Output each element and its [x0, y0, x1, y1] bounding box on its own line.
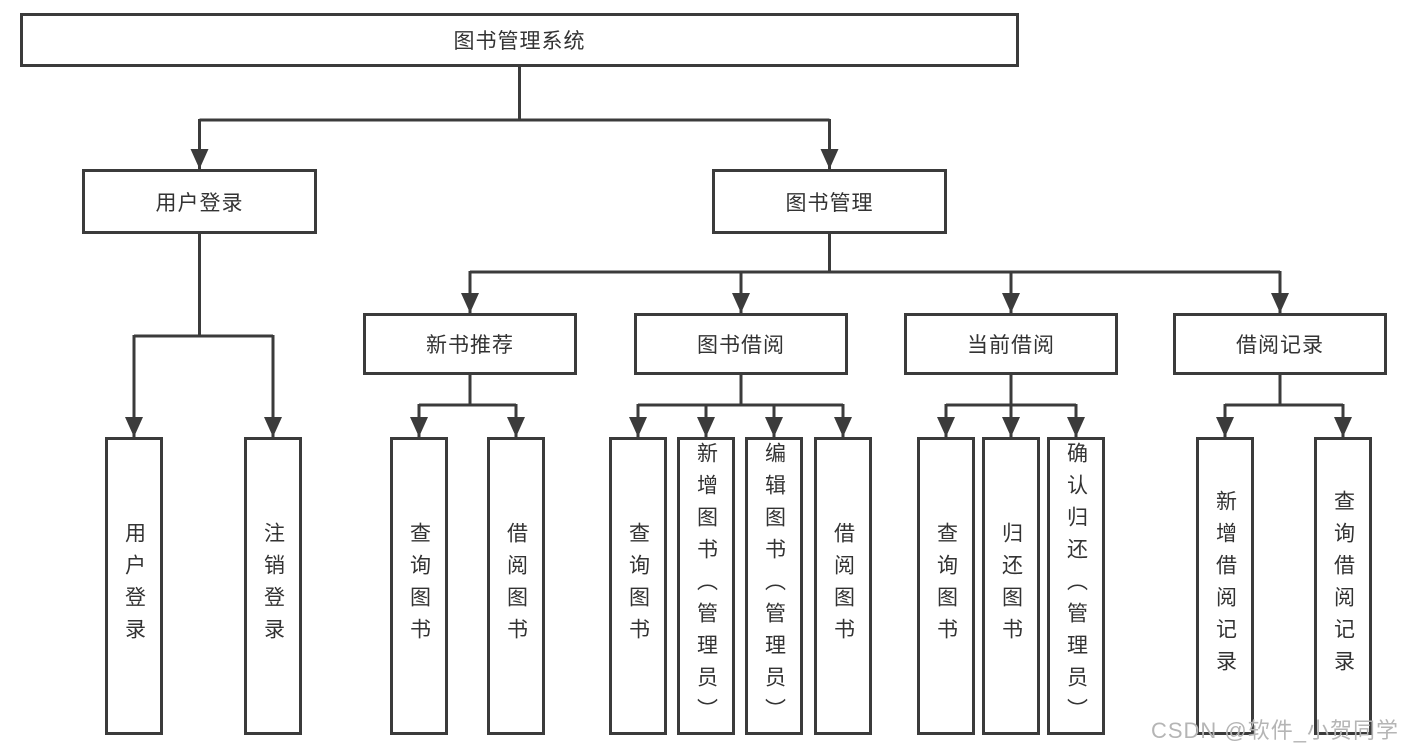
leaf-query-borrow-record: 查询借阅记录: [1314, 437, 1372, 735]
node-label: 新增借阅记录: [1213, 490, 1237, 682]
node-current-borrowing: 当前借阅: [904, 313, 1118, 375]
leaf-return-books: 归还图书: [982, 437, 1040, 735]
leaf-add-books-admin: 新增图书（管理员）: [677, 437, 735, 735]
node-label: 新增图书（管理员）: [694, 442, 718, 730]
node-label: 图书借阅: [697, 334, 785, 357]
node-label: 查询图书: [934, 522, 958, 650]
node-label: 图书管理: [785, 191, 874, 215]
node-label: 查询图书: [407, 522, 431, 650]
node-user-login: 用户登录: [82, 169, 317, 234]
node-label: 注销登录: [261, 522, 285, 650]
leaf-query-books-1: 查询图书: [390, 437, 448, 735]
leaf-logout: 注销登录: [244, 437, 302, 735]
node-label: 借阅图书: [831, 522, 855, 650]
leaf-borrow-books-2: 借阅图书: [814, 437, 872, 735]
leaf-edit-books-admin: 编辑图书（管理员）: [745, 437, 803, 735]
node-new-book-recommend: 新书推荐: [363, 313, 577, 375]
node-label: 查询图书: [626, 522, 650, 650]
node-label: 查询借阅记录: [1331, 490, 1355, 682]
node-label: 编辑图书（管理员）: [762, 442, 786, 730]
node-label: 图书管理系统: [453, 30, 586, 53]
node-label: 借阅图书: [504, 522, 528, 650]
node-label: 用户登录: [122, 522, 146, 650]
node-book-borrowing: 图书借阅: [634, 313, 848, 375]
leaf-borrow-books-1: 借阅图书: [487, 437, 545, 735]
node-label: 新书推荐: [426, 334, 514, 357]
csdn-watermark: CSDN @软件_小贺同学: [1150, 718, 1399, 743]
leaf-query-books-2: 查询图书: [609, 437, 667, 735]
node-root-system: 图书管理系统: [20, 13, 1019, 67]
leaf-add-borrow-record: 新增借阅记录: [1196, 437, 1254, 735]
node-label: 归还图书: [999, 522, 1023, 650]
node-label: 用户登录: [155, 191, 244, 215]
leaf-user-login: 用户登录: [105, 437, 163, 735]
node-label: 当前借阅: [967, 334, 1055, 357]
node-book-management: 图书管理: [712, 169, 947, 234]
leaf-confirm-return-admin: 确认归还（管理员）: [1047, 437, 1105, 735]
node-label: 确认归还（管理员）: [1064, 442, 1088, 730]
leaf-query-books-3: 查询图书: [917, 437, 975, 735]
node-label: 借阅记录: [1236, 334, 1324, 357]
node-borrowing-records: 借阅记录: [1173, 313, 1387, 375]
